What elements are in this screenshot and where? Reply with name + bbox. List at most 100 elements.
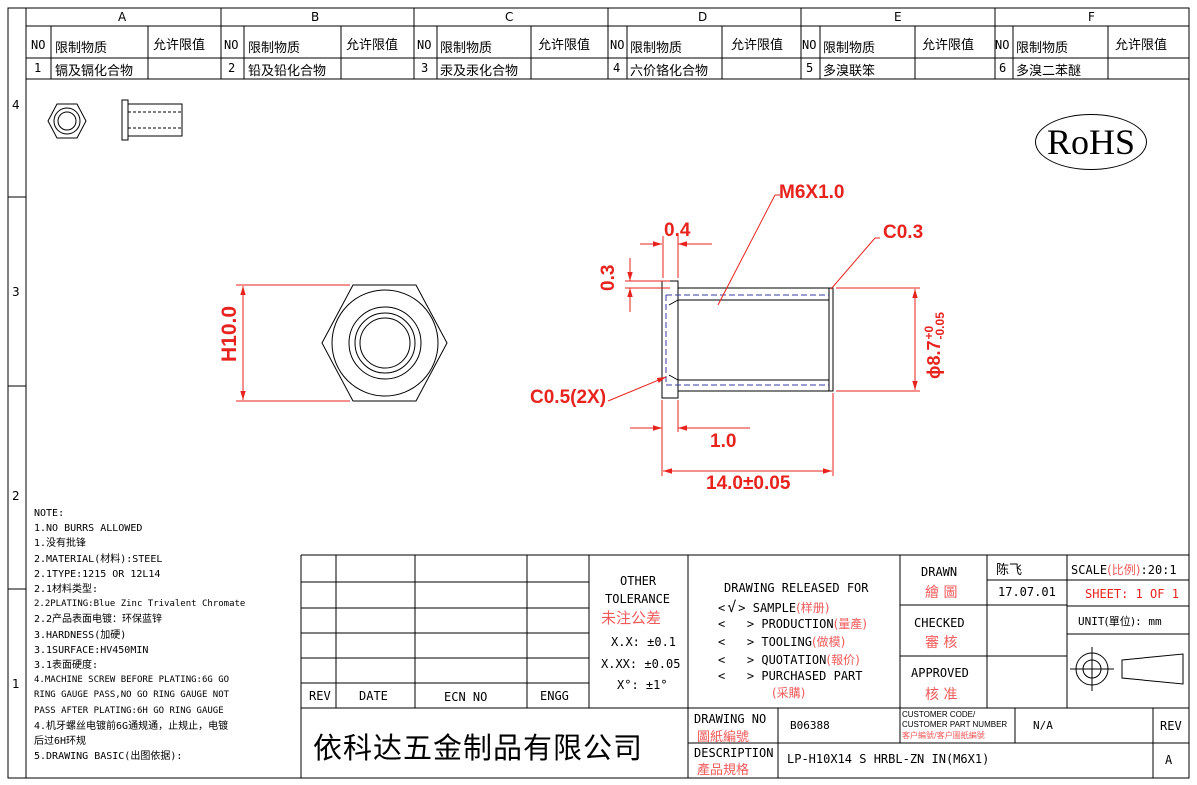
release-tooling-label: TOOLING <box>761 635 812 649</box>
approved-label: APPROVED <box>911 666 969 680</box>
sub-name-1: 镉及镉化合物 <box>55 64 134 79</box>
description-label: DESCRIPTION <box>694 746 774 760</box>
rohs-mark: RoHS <box>1035 114 1147 170</box>
drawn-name: 陈飞 <box>996 563 1023 578</box>
dim-chamfer-2x: C0.5(2X) <box>530 387 607 408</box>
sub-header-no-5: NO <box>802 38 817 52</box>
sub-name-2: 铅及铅化合物 <box>248 64 327 79</box>
release-item-quotation: < > QUOTATION(報价) <box>718 653 860 667</box>
substance-table-lines <box>26 26 1189 80</box>
col-label-c: C <box>505 10 514 24</box>
note-line: 2.MATERIAL(材料):STEEL <box>34 553 163 565</box>
release-item-production: < > PRODUCTION(量產) <box>718 617 867 631</box>
dim-flange-height: 0.3 <box>598 264 619 291</box>
company-name: 依科达五金制品有限公司 <box>313 731 644 765</box>
dim-diameter-value: ϕ8.7 <box>924 340 944 379</box>
rohs-text: RoHS <box>1046 122 1136 162</box>
release-sample-label: SAMPLE <box>752 601 797 615</box>
drawn-label-zh: 繪 圖 <box>925 585 958 601</box>
customer-value: N/A <box>1033 719 1053 732</box>
release-item-sample: <√> SAMPLE(样册) <box>718 598 830 616</box>
sub-header-limit-3: 允许限值 <box>538 38 591 53</box>
sub-header-name-2: 限制物质 <box>248 41 301 56</box>
scale-label-zh: (比例) <box>1107 563 1141 577</box>
sub-header-no-3: NO <box>417 38 432 52</box>
release-purchased-zh: (采購) <box>772 686 806 700</box>
sub-name-5: 多溴联笨 <box>823 64 876 79</box>
note-line: 2.2产品表面电镀：环保蓝锌 <box>34 614 163 626</box>
unit-value: : mm <box>1135 615 1162 628</box>
release-tooling-zh: (做模) <box>811 635 846 649</box>
note-line: 2.2PLATING:Blue Zinc Trivalent Chromate <box>34 599 246 610</box>
rev-table-date: DATE <box>359 689 388 703</box>
scale-field: SCALE(比例):20:1 <box>1071 561 1177 578</box>
sub-header-name-1: 限制物质 <box>55 41 108 56</box>
note-line: 2.1材料类型: <box>34 584 99 596</box>
sub-header-limit-1: 允许限值 <box>153 38 206 53</box>
col-label-b: B <box>311 10 320 24</box>
customer-label-zh: 客户編號/客户圖紙編號 <box>902 731 985 740</box>
row-label-1: 1 <box>12 677 20 691</box>
dim-diameter: ϕ8.7+0-0.05 <box>922 312 947 379</box>
notes-block: NOTE: 1.NO BURRS ALLOWED 1.没有批锋 2.MATERI… <box>34 506 245 764</box>
col-label-e: E <box>894 10 902 24</box>
sub-header-limit-2: 允许限值 <box>346 38 399 53</box>
sub-header-no-4: NO <box>610 38 625 52</box>
col-label-a: A <box>118 10 127 24</box>
side-view <box>661 280 834 399</box>
drawing-no-label-zh: 圖紙編號 <box>697 730 750 745</box>
sub-header-name-6: 限制物质 <box>1016 41 1069 56</box>
note-line: 3.HARDNESS(加硬) <box>34 629 127 641</box>
sub-name-3: 汞及汞化合物 <box>440 64 519 79</box>
sub-header-no-6: NO <box>995 38 1010 52</box>
rev-value: A <box>1165 753 1173 767</box>
sub-header-no-2: NO <box>224 38 239 52</box>
note-line: 1.没有批锋 <box>34 538 87 550</box>
unit-label: UNIT <box>1078 615 1105 628</box>
tolerance-title-1: OTHER <box>620 574 657 588</box>
sub-no-4: 4 <box>613 61 621 75</box>
release-sample-zh: (样册) <box>796 601 830 615</box>
release-purchased-label: PURCHASED PART <box>761 669 863 683</box>
sub-no-5: 5 <box>806 61 814 75</box>
customer-label-2: CUSTOMER PART NUMBER <box>902 720 1008 729</box>
row-label-3: 3 <box>12 285 20 299</box>
dim-length-small: 1.0 <box>710 431 737 452</box>
note-line: 1.NO BURRS ALLOWED <box>34 523 143 535</box>
note-line: 4.MACHINE SCREW BEFORE PLATING:6G GO <box>34 675 230 686</box>
drawing-no-label: DRAWING NO <box>694 712 767 726</box>
scale-value: :20:1 <box>1140 563 1177 577</box>
release-quotation-label: QUOTATION <box>761 653 827 667</box>
note-line: 3.1SURFACE:HV450MIN <box>34 644 149 656</box>
checked-label: CHECKED <box>914 616 965 630</box>
hex-front-view <box>321 284 448 402</box>
sub-no-6: 6 <box>999 61 1007 75</box>
rev-label: REV <box>1160 719 1182 733</box>
release-production-label: PRODUCTION <box>761 617 834 631</box>
release-quotation-zh: (報价) <box>826 653 860 667</box>
customer-label-1: CUSTOMER CODE/ <box>902 710 976 719</box>
dim-thread: M6X1.0 <box>779 182 845 203</box>
sub-header-limit-6: 允许限值 <box>1115 38 1168 53</box>
note-line: RING GAUGE PASS,NO GO RING GAUGE NOT <box>34 690 230 701</box>
side-dimensions <box>607 194 920 476</box>
projection-symbol <box>1070 647 1184 691</box>
note-line: 后过6H环规 <box>34 736 87 748</box>
sub-header-name-4: 限制物质 <box>630 41 683 56</box>
tolerance-title-2: TOLERANCE <box>605 592 671 606</box>
sub-no-2: 2 <box>228 61 236 75</box>
note-line: PASS AFTER PLATING:6H GO RING GAUGE <box>34 705 224 716</box>
unit-label-zh: (單位) <box>1104 615 1136 628</box>
rev-table-engg: ENGG <box>540 689 569 703</box>
col-label-d: D <box>698 10 708 24</box>
sub-header-name-3: 限制物质 <box>440 41 493 56</box>
release-title: DRAWING RELEASED FOR <box>724 581 869 595</box>
col-label-f: F <box>1088 10 1095 24</box>
tolerance-angle: X°: ±1° <box>617 678 668 692</box>
rev-table-rev: REV <box>309 689 331 703</box>
sub-no-1: 1 <box>34 61 42 75</box>
rev-table-ecn: ECN NO <box>444 690 488 704</box>
note-line: 3.1表面硬度: <box>34 660 99 672</box>
